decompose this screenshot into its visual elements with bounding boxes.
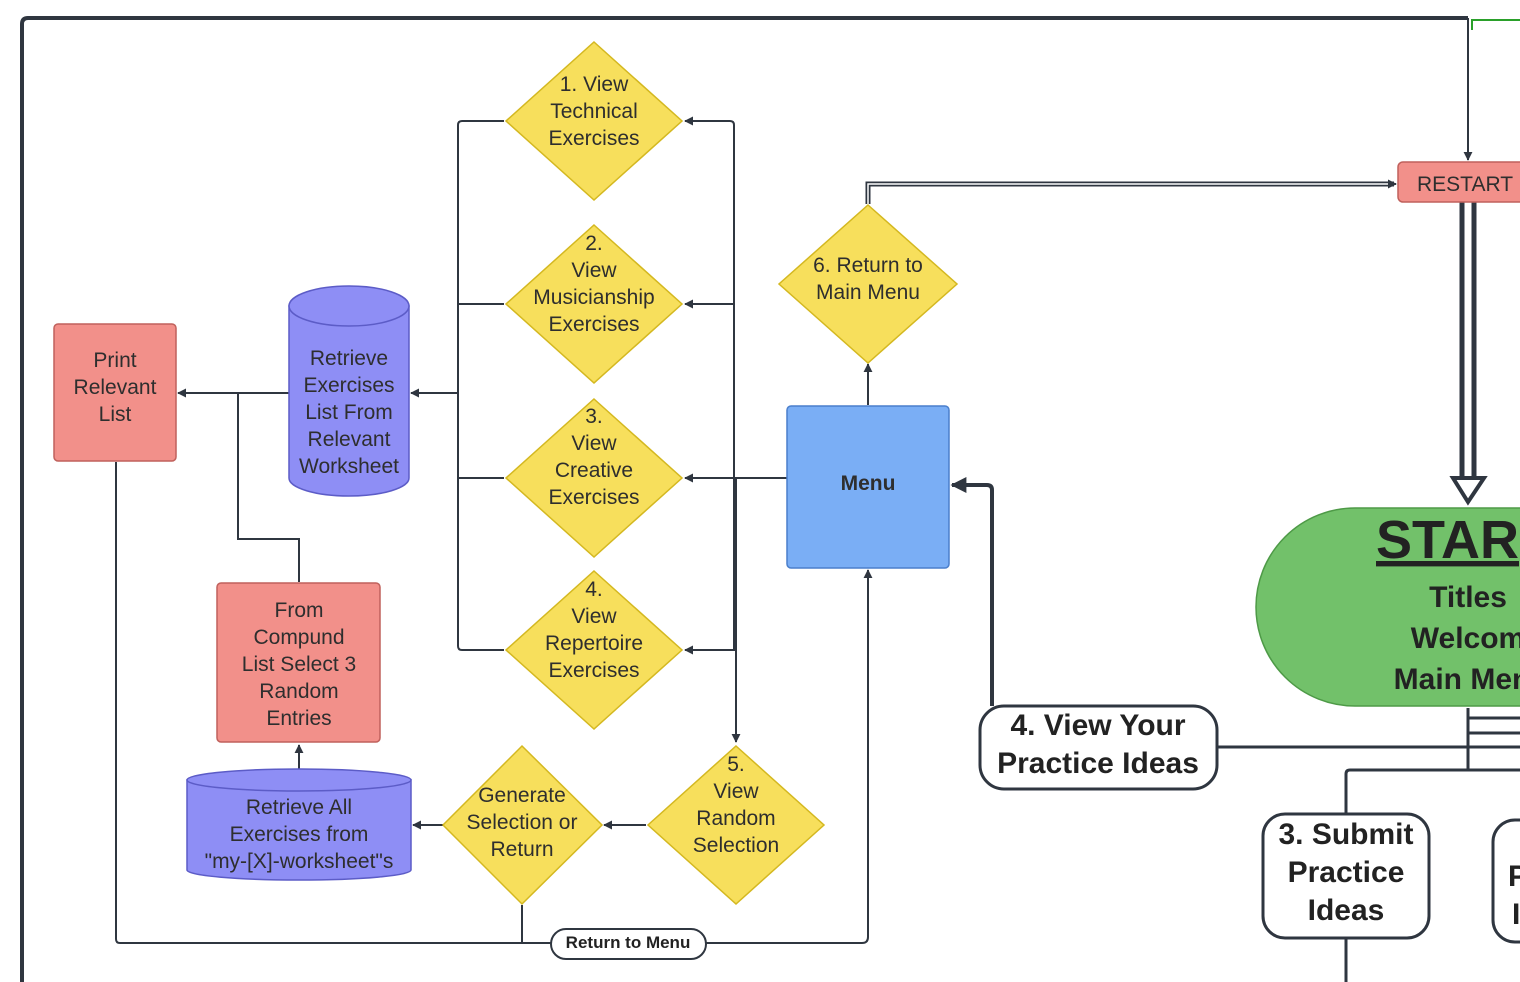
svg-text:RESTART: RESTART xyxy=(1417,173,1513,196)
menu-box: Menu xyxy=(786,405,950,569)
svg-text:Menu: Menu xyxy=(841,472,896,495)
connectors xyxy=(115,116,1520,982)
svg-text:STAR: STAR xyxy=(1376,510,1519,570)
green-connector xyxy=(1471,19,1520,30)
restart-box: RESTART xyxy=(1397,161,1520,203)
svg-text:Return to Menu: Return to Menu xyxy=(566,933,691,952)
return-to-menu-label: Return to Menu xyxy=(550,928,707,960)
svg-text:PI: PI xyxy=(1508,860,1520,931)
outer-frame xyxy=(20,16,1468,982)
